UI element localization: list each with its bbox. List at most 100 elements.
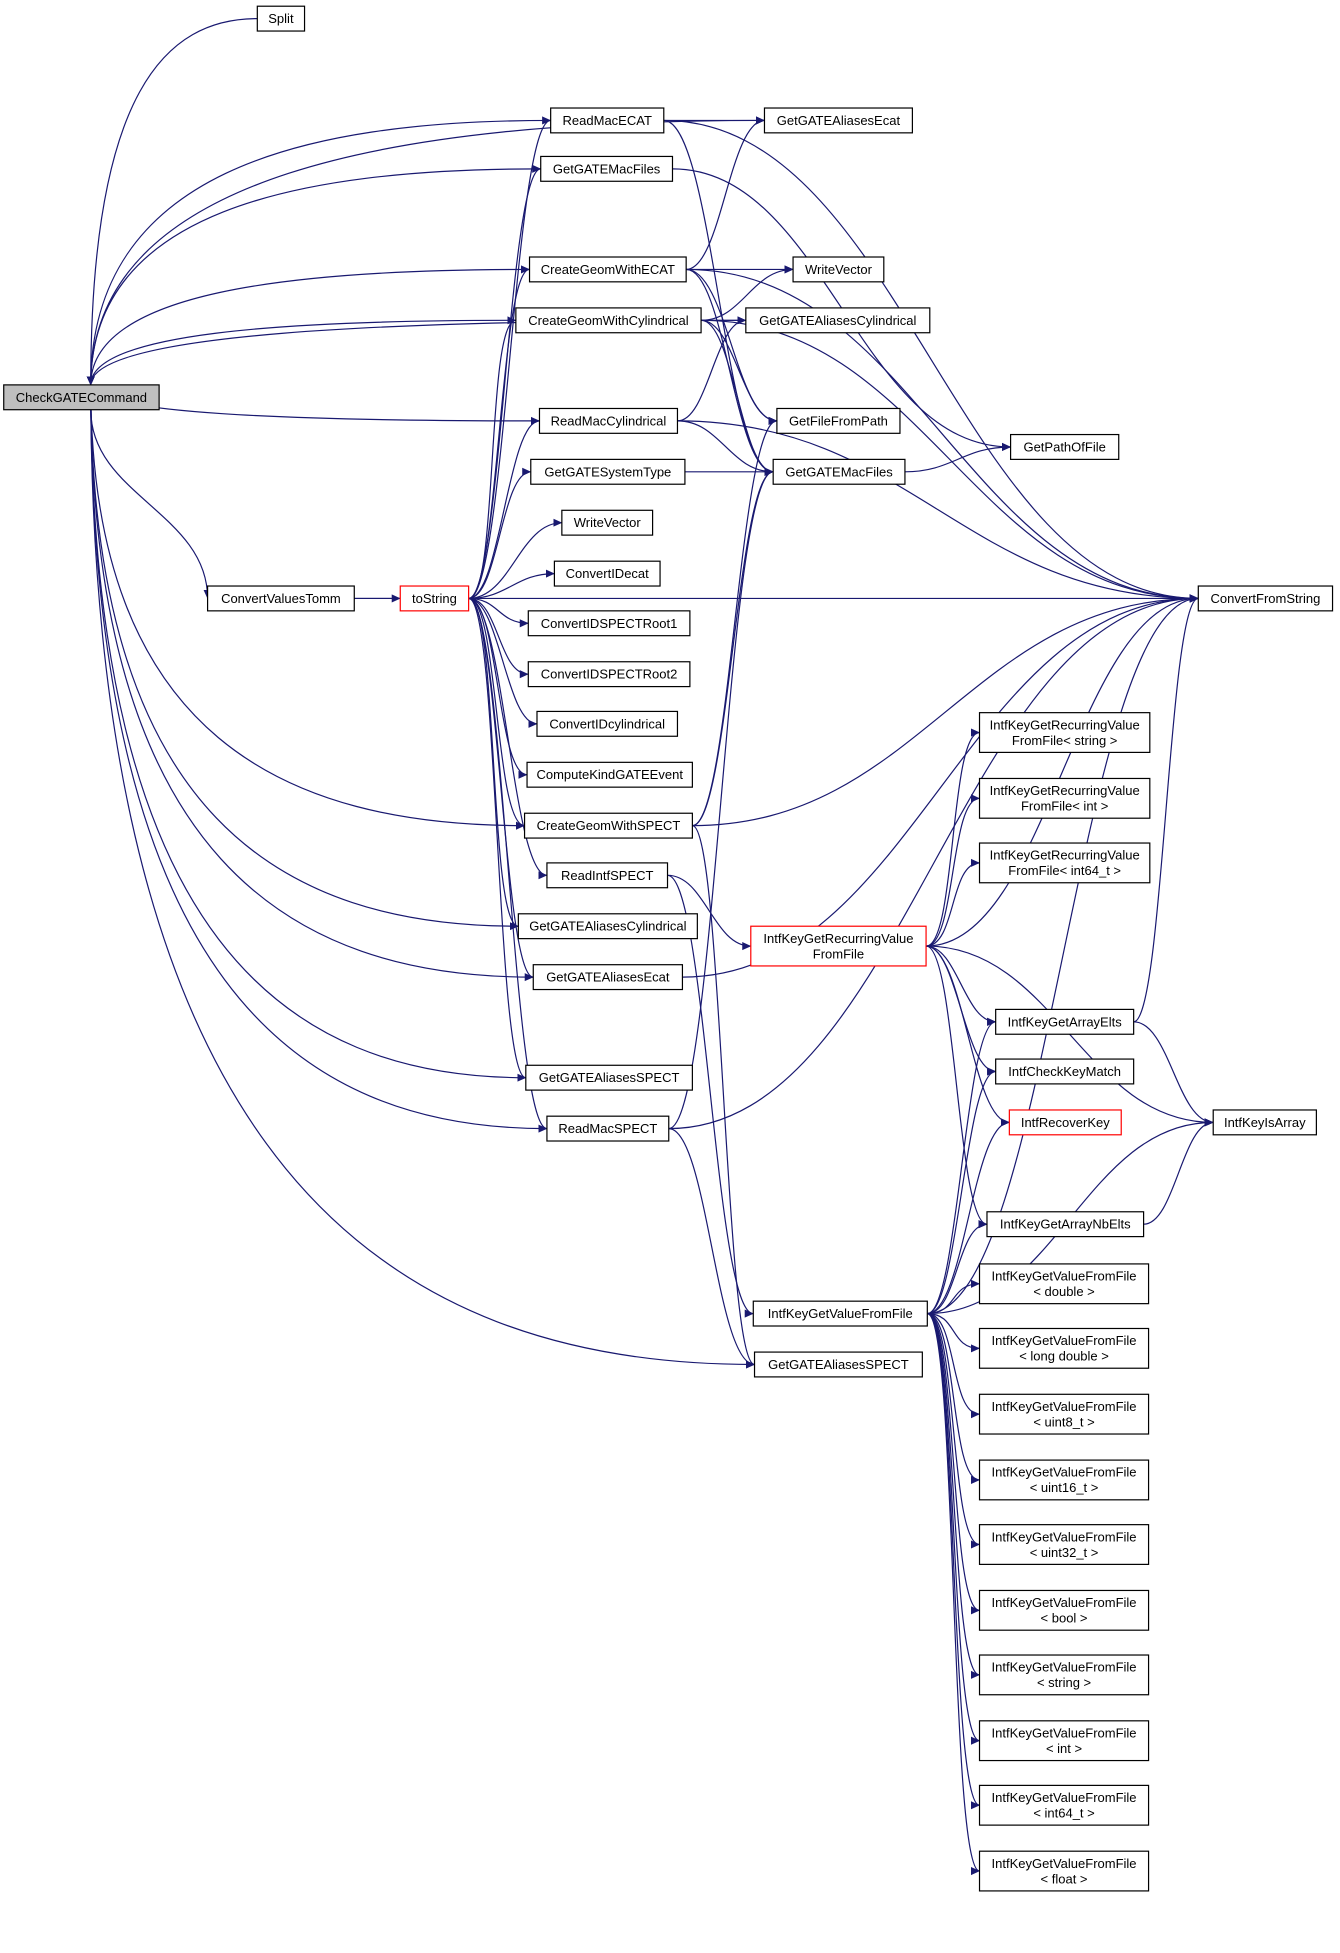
node-box [1212,1109,1317,1136]
node-creategeomwithspect[interactable]: CreateGeomWithSPECT [523,812,693,839]
edge-readintfspect-to-intfkeygetvaluefromfile [667,874,754,1318]
node-label: GetGATEAliasesSPECT [768,1357,909,1372]
edge-creategeomwithspect-to-getgatemacfiles-mid [692,467,774,827]
node-readmacecat[interactable]: ReadMacECAT [550,107,665,134]
node-vff-int64[interactable]: IntfKeyGetValueFromFile< int64_t > [978,1784,1150,1826]
node-box [399,585,470,612]
node-readmaccylindrical[interactable]: ReadMacCylindrical [538,407,679,434]
edge-readmaccylindrical-to-getgatemacfiles-mid [677,420,774,476]
node-computekindgateevent[interactable]: ComputeKindGATEEvent [526,761,693,788]
node-box [527,661,691,688]
node-writevector-mid[interactable]: WriteVector [561,509,654,536]
node-label: ReadIntfSPECT [561,868,654,883]
node-label: ComputeKindGATEEvent [536,767,683,782]
node-vff-uint16[interactable]: IntfKeyGetValueFromFile< uint16_t > [978,1459,1150,1501]
edge-creategeomwithecat-to-getgatealiasesecat-top [686,116,765,271]
node-intfrecoverkey[interactable]: IntfRecoverKey [1008,1109,1122,1136]
edge-intfkeygetvaluefromfile-to-intfkeygetarrayelts [927,1017,997,1315]
node-label: IntfKeyGetRecurringValue [990,848,1140,863]
node-label: GetGATEMacFiles [785,464,893,479]
node-box [978,1784,1150,1826]
node-intfkeygetarraynbelts[interactable]: IntfKeyGetArrayNbElts [986,1211,1145,1238]
edge-tostring-to-convertidspectroot1 [468,597,529,628]
node-box [256,5,306,32]
node-checkgatecommand[interactable]: CheckGATECommand [3,384,160,411]
node-label: IntfKeyGetValueFromFile [992,1399,1137,1414]
node-intfcheckkeymatch[interactable]: IntfCheckKeyMatch [995,1058,1135,1085]
edge-recfromfile-to-intfrecoverkey [926,945,1010,1127]
node-convertidspectroot2[interactable]: ConvertIDSPECTRoot2 [527,661,691,688]
node-vff-uint8[interactable]: IntfKeyGetValueFromFile< uint8_t > [978,1393,1150,1435]
node-getgatemacfiles-top[interactable]: GetGATEMacFiles [540,155,674,182]
edge-recfromfile-to-recfromfile-int [925,794,980,947]
node-label: IntfKeyGetValueFromFile [992,1790,1137,1805]
node-box [1009,433,1120,460]
node-convertfromstring[interactable]: ConvertFromString [1197,585,1334,612]
node-creategeomwithecat[interactable]: CreateGeomWithECAT [528,256,687,283]
node-intfkeygetarrayelts[interactable]: IntfKeyGetArrayElts [995,1008,1135,1035]
edge-intfkeygetarraynbelts-to-intfkeyisarray [1143,1118,1214,1225]
edge-intfkeygetvaluefromfile-to-intfrecoverkey [927,1118,1010,1315]
node-creategeomwithcylindrical[interactable]: CreateGeomWithCylindrical [515,307,702,334]
node-box [525,1064,693,1091]
edge-intfkeygetvaluefromfile-to-vff-string [927,1312,980,1679]
node-convertidcylindrical[interactable]: ConvertIDcylindrical [536,710,679,737]
node-box [978,842,1151,884]
node-box [978,712,1151,753]
node-getgatesystemtype[interactable]: GetGATESystemType [530,458,686,485]
node-getgatealiasesspect-low[interactable]: GetGATEAliasesSPECT [753,1351,923,1378]
node-vff-uint32[interactable]: IntfKeyGetValueFromFile< uint32_t > [978,1524,1150,1565]
node-vff-bool[interactable]: IntfKeyGetValueFromFile< bool > [978,1589,1150,1631]
node-convertidecat[interactable]: ConvertIDecat [553,560,661,587]
edge-intfkeygetvaluefromfile-to-convertfromstring [927,594,1199,1315]
edge-checkgatecommand-to-convertvaluestomm [90,409,212,599]
edge-readmacecat-to-checkgatecommand [86,119,551,386]
node-tostring[interactable]: toString [399,585,470,612]
node-vff-longdouble[interactable]: IntfKeyGetValueFromFile< long double > [978,1327,1150,1369]
node-box [995,1058,1135,1085]
node-label: Split [268,11,294,26]
edge-creategeomwithspect-to-getfilefrompath [692,416,778,827]
node-convertidspectroot1[interactable]: ConvertIDSPECTRoot1 [527,610,691,637]
node-getgatealiasesspect-mid[interactable]: GetGATEAliasesSPECT [525,1064,693,1091]
node-getgatealiasescylindrical-low[interactable]: GetGATEAliasesCylindrical [517,913,698,940]
node-label: FromFile< int64_t > [1008,863,1121,878]
node-getgatealiasescylindrical-top[interactable]: GetGATEAliasesCylindrical [745,307,931,334]
node-vff-float[interactable]: IntfKeyGetValueFromFile< float > [978,1850,1150,1892]
node-box [978,1459,1150,1501]
node-getgatemacfiles-mid[interactable]: GetGATEMacFiles [772,458,906,485]
node-intfkeyisarray[interactable]: IntfKeyIsArray [1212,1109,1317,1136]
node-split[interactable]: Split [256,5,306,32]
node-label: GetGATEMacFiles [553,161,661,176]
node-getfilefrompath[interactable]: GetFileFromPath [776,407,901,434]
node-getpathoffile[interactable]: GetPathOfFile [1009,433,1120,460]
edge-tostring-to-readmaccylindrical [468,416,540,600]
node-vff-string[interactable]: IntfKeyGetValueFromFile< string > [978,1654,1150,1696]
node-readmacspect[interactable]: ReadMacSPECT [546,1115,670,1142]
node-readintfspect[interactable]: ReadIntfSPECT [546,862,669,889]
node-getgatealiasesecat-top[interactable]: GetGATEAliasesEcat [763,107,913,134]
node-vff-int[interactable]: IntfKeyGetValueFromFile< int > [978,1720,1150,1762]
node-vff-double[interactable]: IntfKeyGetValueFromFile< double > [978,1263,1150,1305]
edge-intfkeygetvaluefromfile-to-intfkeygetarraynbelts [927,1220,988,1315]
node-box [978,1654,1150,1696]
node-label: CreateGeomWithSPECT [537,818,681,833]
node-convertvaluestomm[interactable]: ConvertValuesTomm [206,585,355,612]
node-label: ConvertValuesTomm [221,591,341,606]
node-writevector-top[interactable]: WriteVector [792,256,885,283]
edge-tostring-to-getgatesystemtype [468,467,532,600]
edge-readmacecat-to-convertfromstring [663,119,1199,603]
node-box [978,1850,1150,1892]
node-label: IntfKeyGetArrayNbElts [1000,1217,1131,1232]
node-label: FromFile< string > [1012,733,1117,748]
node-box [978,1589,1150,1631]
node-label: GetPathOfFile [1023,439,1105,454]
node-getgatealiasesecat-low[interactable]: GetGATEAliasesEcat [532,964,684,991]
edge-creategeomwithcylindrical-to-writevector-top [701,265,794,321]
edge-creategeomwithcylindrical-to-checkgatecommand [86,319,516,386]
node-intfkeygetvaluefromfile[interactable]: IntfKeyGetValueFromFile [752,1300,928,1327]
